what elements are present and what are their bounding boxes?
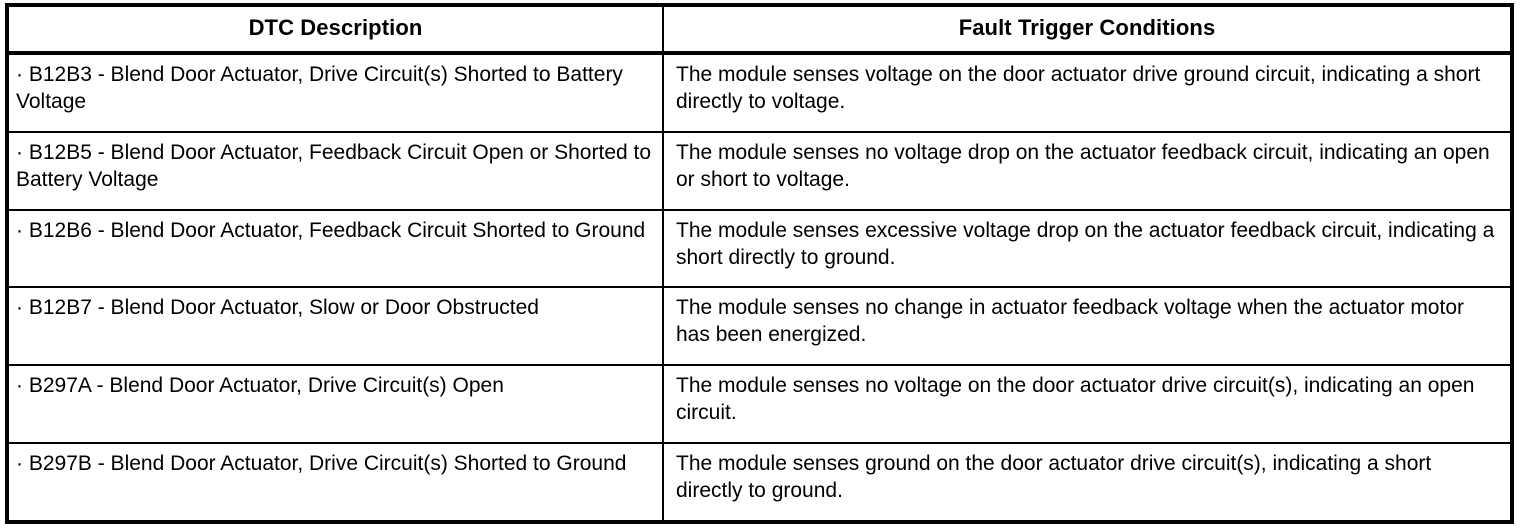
table-row: · B12B7 - Blend Door Actuator, Slow or D… <box>7 286 1512 366</box>
dtc-code-description: B297B - Blend Door Actuator, Drive Circu… <box>28 452 627 476</box>
table-row: · B12B5 - Blend Door Actuator, Feedback … <box>7 130 1512 210</box>
table-body: · B12B3 - Blend Door Actuator, Drive Cir… <box>7 53 1512 522</box>
bullet-marker: · <box>16 374 23 398</box>
cell-dtc-description: · B12B6 - Blend Door Actuator, Feedback … <box>7 208 664 288</box>
cell-fault-condition: The module senses no voltage drop on the… <box>663 130 1512 210</box>
dtc-code-description: B12B3 - Blend Door Actuator, Drive Circu… <box>16 63 623 113</box>
column-header-dtc-description: DTC Description <box>7 5 664 55</box>
dtc-fault-table: DTC Description Fault Trigger Conditions… <box>5 3 1514 524</box>
cell-fault-condition: The module senses no change in actuator … <box>663 286 1512 366</box>
bullet-marker: · <box>16 296 23 320</box>
dtc-code-description: B12B7 - Blend Door Actuator, Slow or Doo… <box>28 296 539 320</box>
cell-dtc-description: · B12B3 - Blend Door Actuator, Drive Cir… <box>7 53 664 132</box>
cell-fault-condition: The module senses excessive voltage drop… <box>663 208 1512 288</box>
header-row: DTC Description Fault Trigger Conditions <box>7 5 1512 55</box>
bullet-marker: · <box>16 63 23 86</box>
column-header-fault-trigger-conditions: Fault Trigger Conditions <box>663 5 1512 55</box>
cell-dtc-description: · B12B7 - Blend Door Actuator, Slow or D… <box>7 286 664 366</box>
table-row: · B297A - Blend Door Actuator, Drive Cir… <box>7 364 1512 444</box>
dtc-code-description: B297A - Blend Door Actuator, Drive Circu… <box>28 374 504 398</box>
cell-fault-condition: The module senses ground on the door act… <box>663 442 1512 522</box>
cell-dtc-description: · B12B5 - Blend Door Actuator, Feedback … <box>7 130 664 210</box>
cell-fault-condition: The module senses no voltage on the door… <box>663 364 1512 444</box>
bullet-marker: · <box>16 140 23 164</box>
bullet-marker: · <box>16 218 23 242</box>
table-row: · B12B6 - Blend Door Actuator, Feedback … <box>7 208 1512 288</box>
dtc-code-description: B12B6 - Blend Door Actuator, Feedback Ci… <box>28 218 646 242</box>
dtc-code-description: B12B5 - Blend Door Actuator, Feedback Ci… <box>16 140 652 191</box>
cell-dtc-description: · B297B - Blend Door Actuator, Drive Cir… <box>7 442 664 522</box>
bullet-marker: · <box>16 452 23 476</box>
table-row: · B297B - Blend Door Actuator, Drive Cir… <box>7 442 1512 522</box>
cell-dtc-description: · B297A - Blend Door Actuator, Drive Cir… <box>7 364 664 444</box>
cell-fault-condition: The module senses voltage on the door ac… <box>676 63 1481 113</box>
table-row: · B12B3 - Blend Door Actuator, Drive Cir… <box>7 53 1512 132</box>
table-header: DTC Description Fault Trigger Conditions <box>7 5 1512 55</box>
